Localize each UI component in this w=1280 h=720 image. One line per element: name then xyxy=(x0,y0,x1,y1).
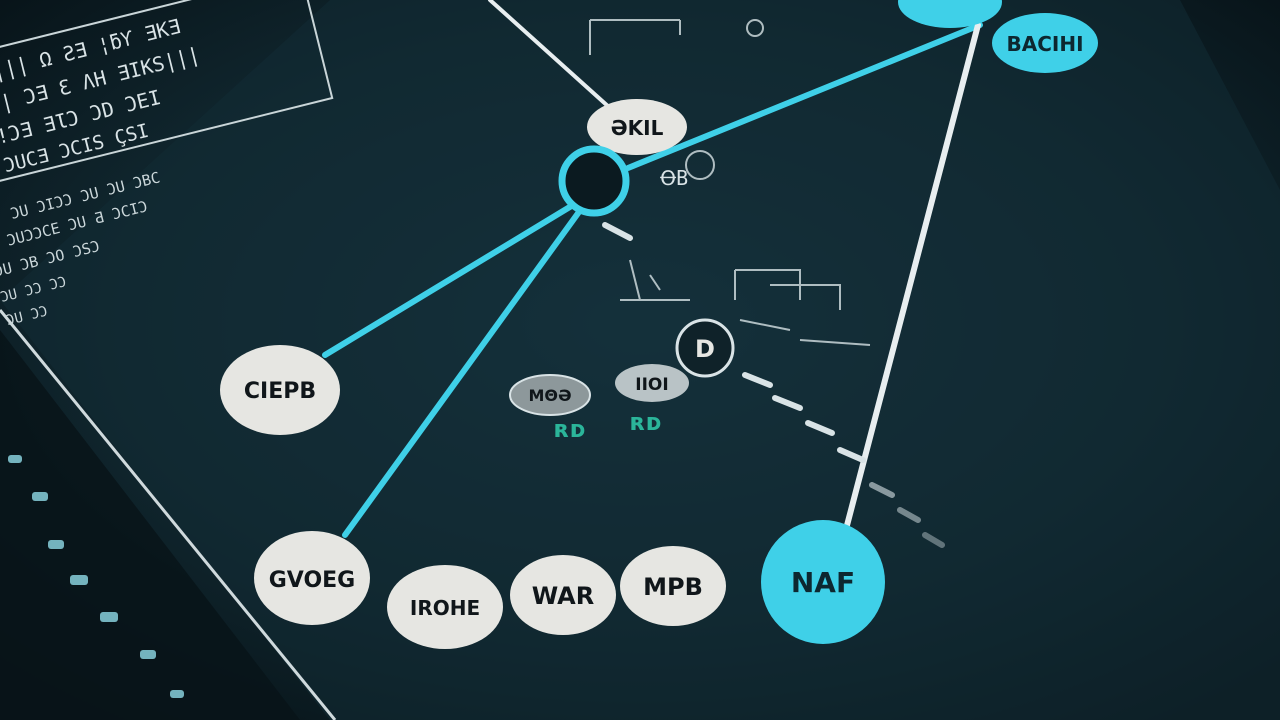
node-top[interactable]: ƏKIL xyxy=(587,99,687,155)
badge-top-right[interactable]: BACIHI xyxy=(992,13,1098,73)
connector-hub-to-tophub xyxy=(625,22,983,171)
node-bottom-left-label: GVOEG xyxy=(269,568,356,593)
dashed-ticks xyxy=(602,222,945,548)
annotation-center-a: ʀᴅ xyxy=(554,415,586,443)
node-center-small[interactable]: IIOI xyxy=(615,364,689,402)
left-dark-panel xyxy=(0,330,300,720)
node-top-label: ƏKIL xyxy=(611,116,664,140)
connector-tophub-to-naf xyxy=(842,22,981,536)
sheet-edge-left xyxy=(0,309,337,720)
node-center-d[interactable]: D xyxy=(675,318,735,378)
node-bottom-right[interactable]: NAF xyxy=(761,520,885,644)
node-left-label: CIEPB xyxy=(244,379,316,404)
hub-note: ꝊB xyxy=(660,166,688,190)
node-left[interactable]: CIEPB xyxy=(220,345,340,435)
connector-top-to-gkil xyxy=(488,0,612,110)
sketch-marks xyxy=(589,19,871,346)
connector-hub-to-left xyxy=(322,199,581,358)
annotation-center-b: ʀᴅ xyxy=(630,408,662,436)
node-bottom-d-label: MPB xyxy=(643,573,703,601)
text-block-frame xyxy=(0,0,334,184)
connector-hub-to-bottom-left xyxy=(342,202,587,538)
node-bottom-b[interactable]: IROHE xyxy=(387,565,503,649)
node-bottom-left[interactable]: GVOEG xyxy=(254,531,370,625)
node-center-d-label: D xyxy=(695,335,715,363)
connectors xyxy=(322,0,983,538)
top-hub-node[interactable] xyxy=(898,0,1002,28)
node-bottom-b-label: IROHE xyxy=(410,596,480,620)
badge-top-right-label: BACIHI xyxy=(1006,32,1083,56)
node-center-oval-label: MΘƏ xyxy=(528,386,571,405)
node-bottom-c[interactable]: WAR xyxy=(510,555,616,635)
node-center-small-label: IIOI xyxy=(635,375,668,395)
node-bottom-d[interactable]: MPB xyxy=(620,546,726,626)
node-center-oval[interactable]: MΘƏ xyxy=(509,374,591,416)
hub-ring[interactable] xyxy=(558,145,630,217)
node-bottom-c-label: WAR xyxy=(532,582,594,610)
node-bottom-right-label: NAF xyxy=(791,566,855,599)
bottom-left-dots xyxy=(8,455,184,698)
